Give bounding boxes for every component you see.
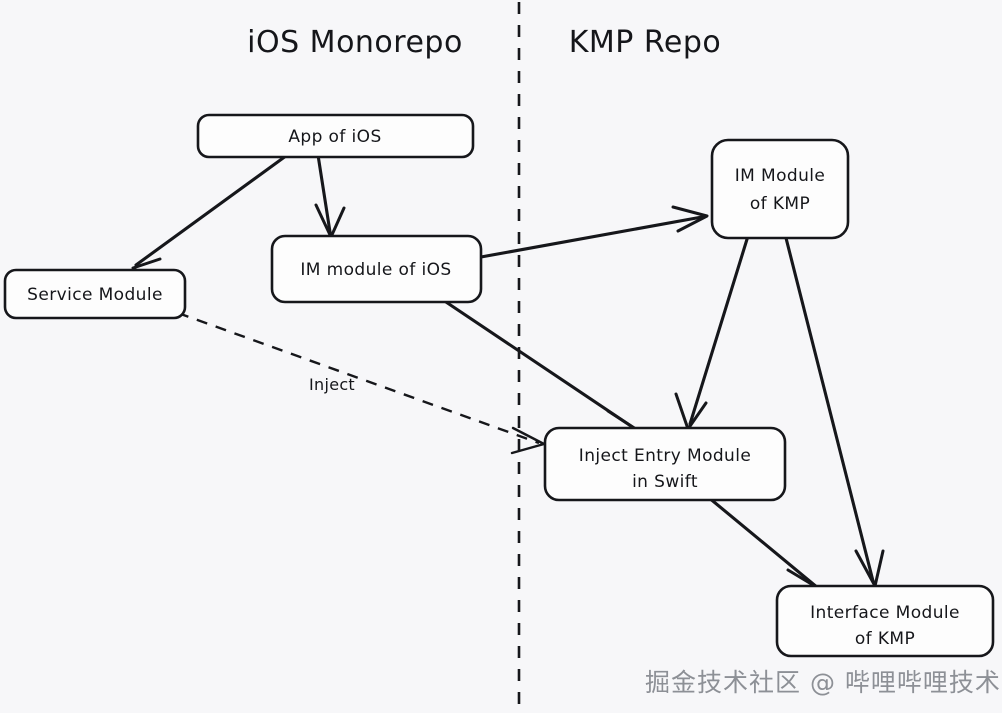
im-module-of-ios-box[interactable] [270, 234, 483, 304]
edge-inject-entry-to-interface-module [706, 495, 825, 600]
interface-module-of-kmp-label-line2: of KMP [855, 629, 915, 649]
inject-entry-module-box[interactable] [543, 426, 787, 502]
node-im-module-of-ios[interactable]: IM module of iOS [270, 234, 483, 304]
edge-service-module-inject-to-inject-entry: Inject [177, 311, 546, 455]
section-title-kmp: KMP Repo [569, 25, 722, 60]
node-inject-entry-module[interactable]: Inject Entry Module in Swift [543, 426, 787, 502]
im-module-of-kmp-box[interactable] [710, 138, 850, 240]
section-title-ios: iOS Monorepo [247, 25, 463, 60]
edge-label-inject: Inject [309, 375, 355, 394]
node-im-module-of-kmp[interactable]: IM Module of KMP [710, 138, 850, 240]
app-of-ios-label: App of iOS [288, 127, 381, 147]
edge-app-to-im-module-ios [314, 153, 346, 239]
edge-im-kmp-to-interface-module [784, 236, 885, 588]
inject-entry-module-label-line2: in Swift [632, 472, 698, 492]
edge-app-to-service-module [131, 151, 292, 287]
im-module-of-ios-label: IM module of iOS [300, 260, 451, 280]
node-interface-module-of-kmp[interactable]: Interface Module of KMP [775, 584, 995, 658]
edge-im-kmp-to-inject-entry [674, 234, 750, 431]
app-of-ios-box[interactable] [196, 113, 475, 159]
service-module-box[interactable] [3, 268, 187, 320]
node-service-module[interactable]: Service Module [3, 268, 187, 320]
interface-module-of-kmp-label-line1: Interface Module [810, 603, 960, 623]
watermark-text: 掘金技术社区 @ 哔哩哔哩技术 [645, 668, 1001, 697]
im-module-of-kmp-label-line2: of KMP [750, 194, 810, 214]
edge-im-ios-to-im-kmp [479, 205, 709, 259]
edge-im-ios-to-inject-entry [441, 298, 644, 442]
im-module-of-kmp-label-line1: IM Module [735, 166, 826, 186]
node-app-of-ios[interactable]: App of iOS [196, 113, 475, 159]
service-module-label: Service Module [27, 285, 163, 305]
inject-entry-module-label-line1: Inject Entry Module [579, 446, 751, 466]
interface-module-of-kmp-box[interactable] [775, 584, 995, 658]
